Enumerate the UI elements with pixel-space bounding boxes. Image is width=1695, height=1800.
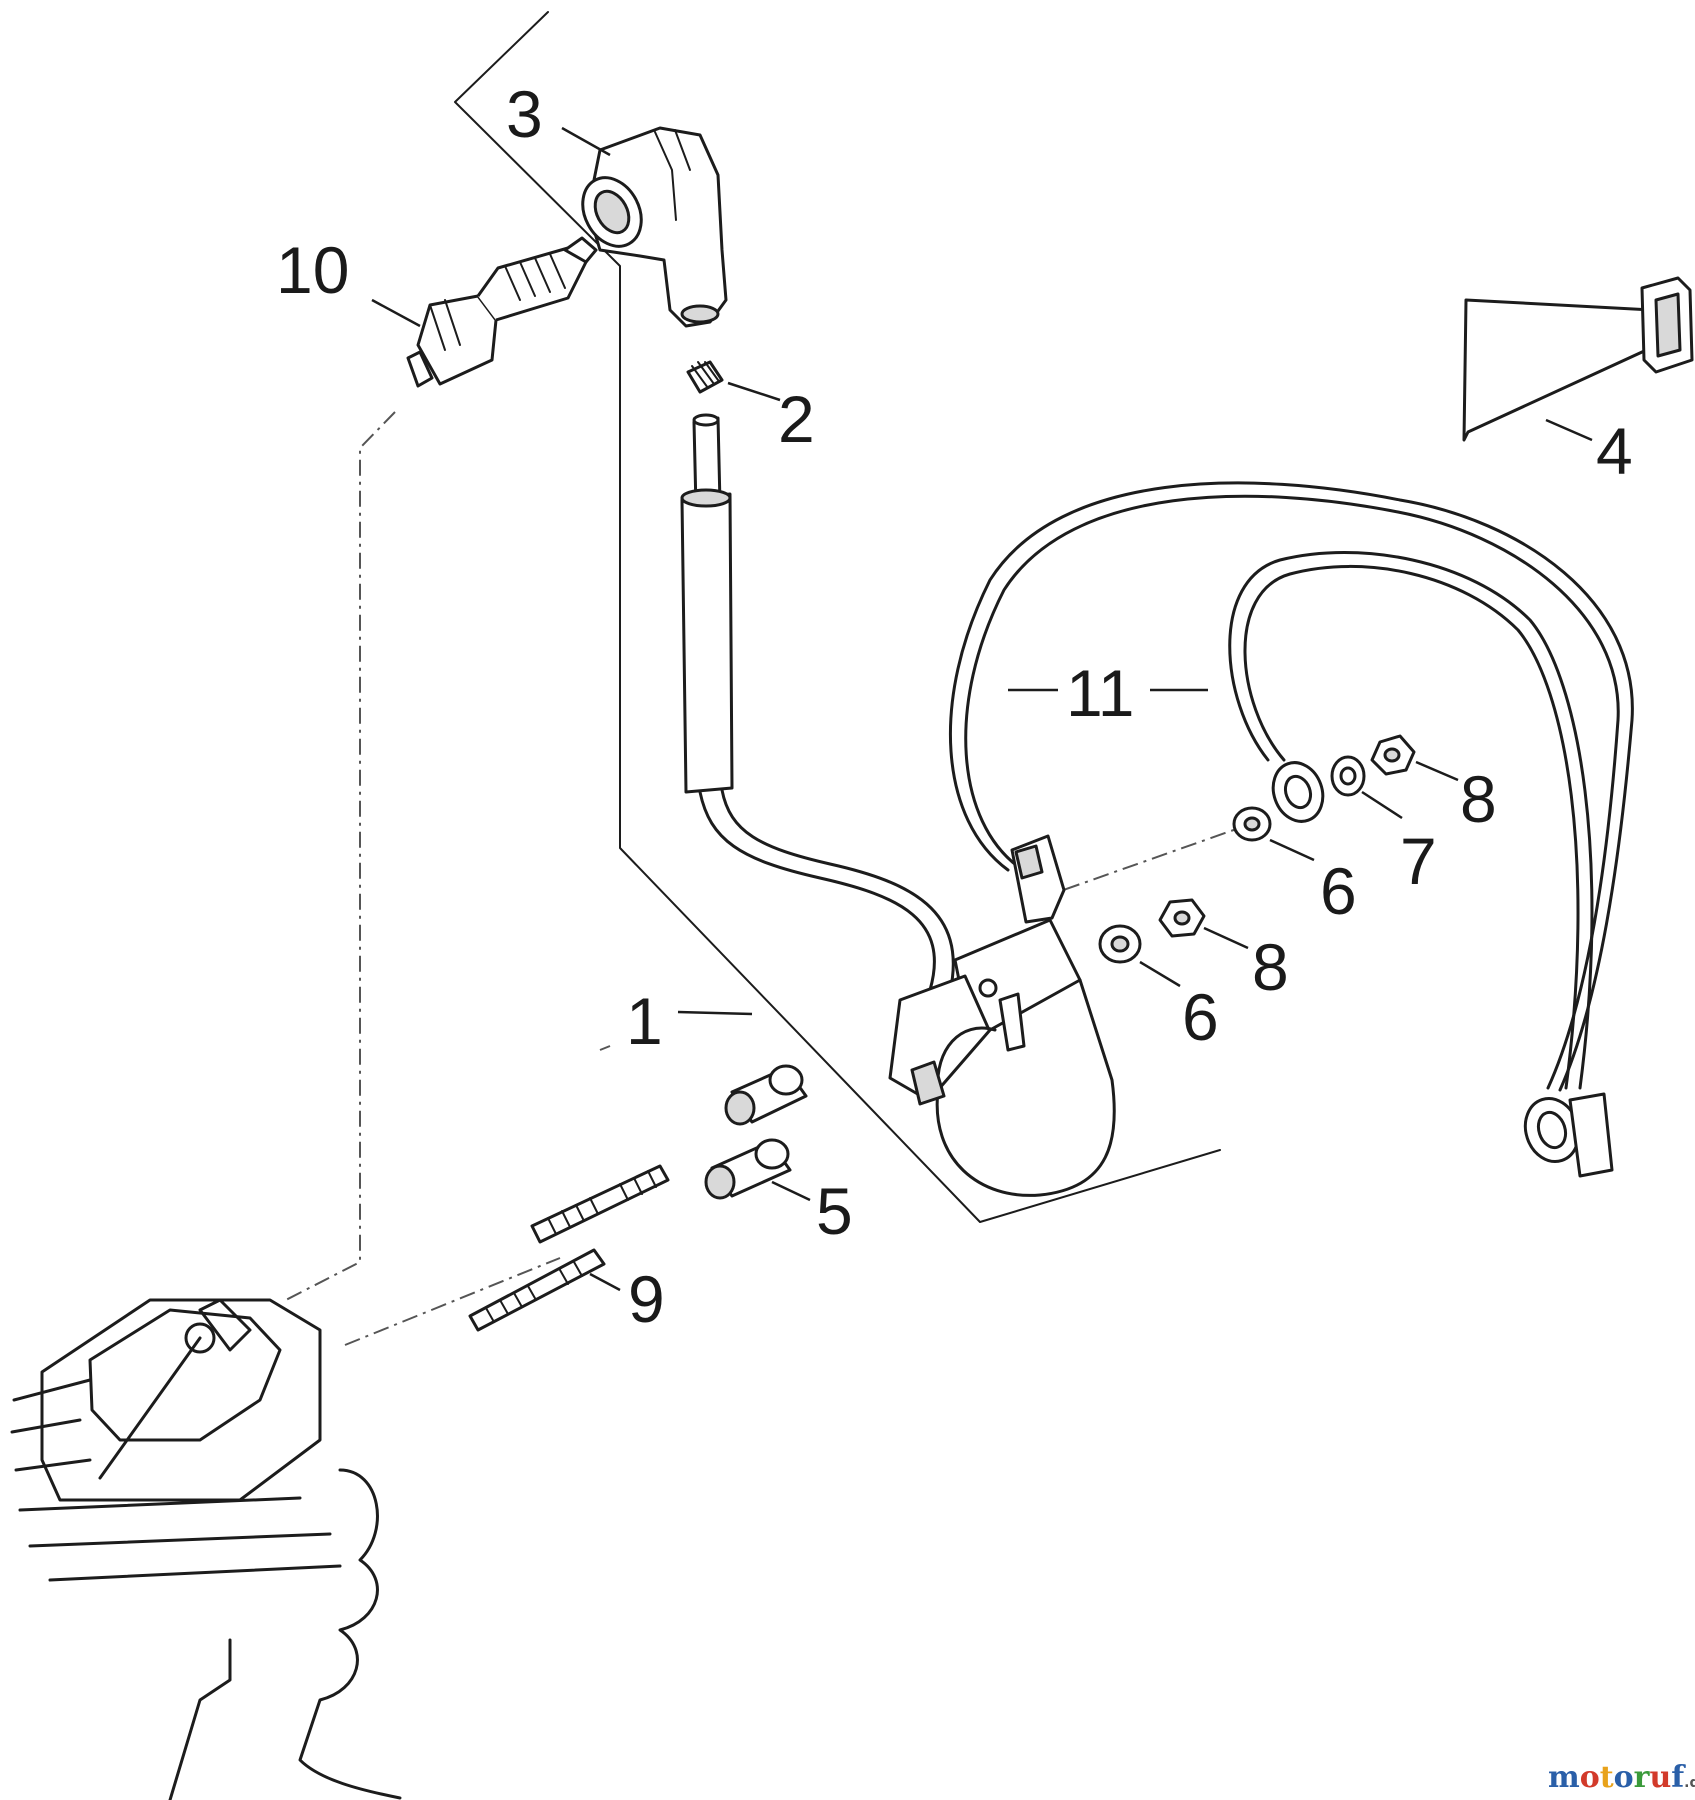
- watermark-letter: o: [1580, 1760, 1600, 1795]
- callout-2: 2: [778, 382, 815, 456]
- sleeve-part: [704, 1064, 808, 1200]
- watermark-letter: f: [1671, 1760, 1686, 1795]
- assembly-boundary: [454, 11, 1221, 1223]
- nut-8-lower-part: [1158, 898, 1206, 938]
- leader-9: [589, 1272, 621, 1292]
- callout-11: 11: [1066, 656, 1135, 730]
- leader-10: [371, 298, 421, 328]
- spark-plug-boot-part: [581, 126, 728, 328]
- leader-5: [771, 1180, 811, 1202]
- spark-plug-part: [406, 236, 598, 388]
- leader-1: [677, 1010, 753, 1016]
- spring-part: [686, 360, 724, 394]
- watermark-letter: t: [1600, 1760, 1614, 1795]
- alignment-line-coil: [599, 1045, 611, 1051]
- wire-harness-part: [949, 481, 1634, 1178]
- leader-2: [727, 381, 781, 402]
- watermark-letter: o: [1614, 1760, 1634, 1795]
- watermark: motoruf.de: [1548, 1760, 1695, 1795]
- leader-8-lower: [1203, 926, 1249, 950]
- callout-9: 9: [628, 1262, 665, 1336]
- callout-5: 5: [816, 1174, 853, 1248]
- leader-3: [561, 126, 611, 157]
- callout-4: 4: [1596, 414, 1633, 488]
- alignment-line-plug: [281, 411, 396, 1303]
- callout-10: 10: [276, 233, 349, 307]
- callout-6-upper: 6: [1320, 854, 1357, 928]
- callout-7: 7: [1400, 824, 1437, 898]
- callout-8-lower: 8: [1252, 930, 1289, 1004]
- watermark-tld: .de: [1684, 1775, 1695, 1791]
- watermark-letter: u: [1649, 1760, 1671, 1795]
- stud-part: [468, 1164, 670, 1332]
- alignment-line-washers: [1034, 825, 1246, 901]
- cable-tie-part: [1462, 276, 1694, 442]
- svg-text:motoruf.de: motoruf.de: [1548, 1760, 1695, 1795]
- callout-6-lower: 6: [1182, 980, 1219, 1054]
- washer-6-upper-part: [1232, 806, 1272, 842]
- callout-1: 1: [626, 984, 663, 1058]
- callout-8-upper: 8: [1460, 762, 1497, 836]
- leader-6-upper: [1269, 838, 1315, 862]
- alignment-line-studs: [344, 1257, 561, 1346]
- callout-3: 3: [506, 77, 543, 151]
- leader-7: [1361, 790, 1403, 820]
- washer-7-part: [1330, 755, 1366, 797]
- leader-6-lower: [1139, 960, 1181, 988]
- washer-6-lower-part: [1098, 924, 1142, 964]
- nut-8-upper-part: [1370, 734, 1416, 776]
- ignition-coil-part: [680, 413, 1116, 1197]
- cylinder-context: [10, 1298, 402, 1800]
- leader-4: [1545, 418, 1593, 442]
- watermark-letter: r: [1634, 1760, 1651, 1795]
- watermark-letter: m: [1548, 1760, 1580, 1795]
- watermark-brand: motoruf: [1548, 1760, 1686, 1795]
- leader-8-upper: [1415, 760, 1459, 782]
